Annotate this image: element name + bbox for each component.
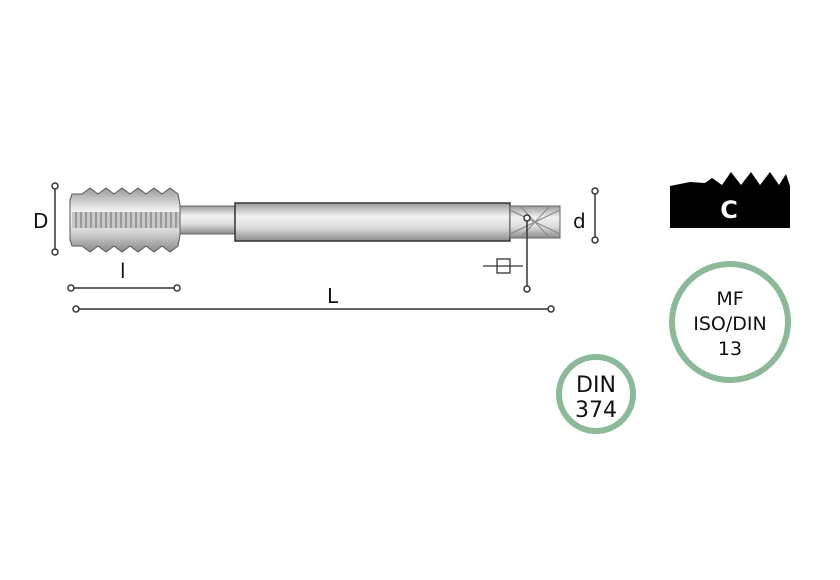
standard-badge-din-374: DIN 374 xyxy=(556,354,636,434)
label-d: d xyxy=(573,209,586,233)
svg-text:13: 13 xyxy=(718,338,742,360)
label-L: L xyxy=(327,284,339,308)
thread-section xyxy=(69,187,181,253)
square-drive xyxy=(509,205,561,239)
thread-profile-badge: C xyxy=(670,172,790,228)
neck xyxy=(179,205,237,235)
svg-text:MF: MF xyxy=(716,288,743,310)
square-size-dimension xyxy=(523,214,531,293)
dimension-l xyxy=(67,284,181,292)
label-l: l xyxy=(120,259,126,283)
dimension-L xyxy=(72,305,555,313)
label-D: D xyxy=(33,209,48,233)
svg-text:ISO/DIN: ISO/DIN xyxy=(693,313,766,335)
dimension-d xyxy=(591,187,599,244)
svg-text:374: 374 xyxy=(575,398,617,423)
square-symbol-icon xyxy=(483,258,523,274)
badge-label: C xyxy=(720,196,738,224)
dimension-D xyxy=(51,182,59,256)
shank xyxy=(234,202,511,242)
standard-badge-mf-iso-din-13: MF ISO/DIN 13 xyxy=(669,261,791,383)
svg-text:DIN: DIN xyxy=(576,373,616,398)
